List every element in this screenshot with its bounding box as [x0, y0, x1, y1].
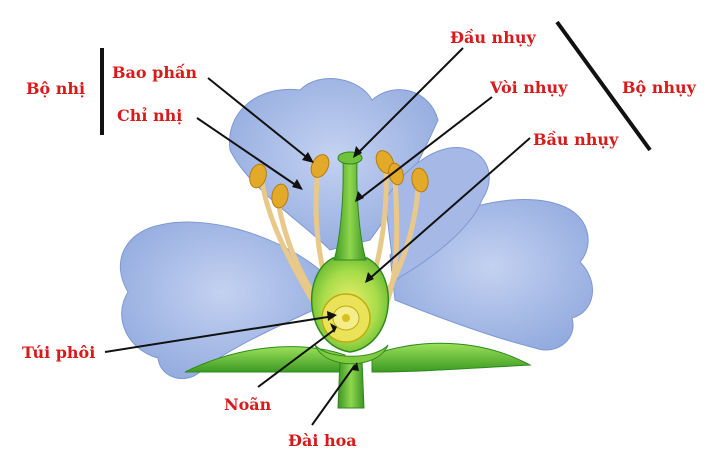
ovary-arrowhead	[365, 272, 374, 283]
ovule-arrowhead	[330, 323, 337, 333]
anther-leader	[207, 77, 311, 161]
sepals	[184, 342, 532, 373]
embryo-sac-label: Túi phôi	[22, 343, 95, 362]
receptacle-leader	[311, 364, 356, 426]
sepal-left	[184, 346, 346, 373]
embryo-sac-arrowhead	[327, 311, 337, 321]
pistil-group-label: Bộ nhụy	[622, 78, 697, 97]
stamen-group-label: Bộ nhị	[26, 79, 85, 98]
filament-arrowhead	[292, 179, 303, 190]
style-arrowhead	[355, 191, 364, 202]
egg-cell-dot	[342, 314, 350, 322]
receptacle-label: Đài hoa	[288, 431, 357, 450]
leader-lines	[104, 47, 531, 426]
filament-label: Chỉ nhị	[117, 106, 182, 125]
stigma-arrowhead	[353, 146, 362, 158]
petal-left	[119, 221, 326, 380]
anther-label: Bao phấn	[112, 63, 197, 82]
receptacle-arrowhead	[352, 362, 359, 371]
embryo-sac-leader	[104, 315, 335, 353]
anther-arrowhead	[302, 152, 314, 163]
filament-leader	[196, 117, 301, 189]
anther-5	[411, 167, 429, 193]
ovary-leader	[367, 137, 531, 281]
anther-2	[271, 183, 289, 209]
ovary-label: Bầu nhụy	[533, 130, 619, 149]
arrowheads	[292, 146, 374, 371]
stigma-label: Đầu nhụy	[450, 28, 536, 47]
pistil-group-bracket	[555, 20, 652, 152]
labels: Bộ nhị Bao phấn Chỉ nhị Đầu nhụy Vòi nhụ…	[22, 28, 697, 450]
receptacle-shape	[314, 344, 389, 365]
style-leader	[357, 96, 493, 201]
sepal-right	[371, 342, 532, 373]
ovule-label: Noãn	[224, 395, 272, 414]
style-shape	[333, 161, 367, 261]
petal-front-right	[384, 146, 490, 281]
anther-1	[249, 163, 267, 189]
ovule-leader	[257, 329, 335, 388]
stigma-leader	[355, 47, 464, 156]
style-label: Vòi nhụy	[489, 78, 568, 97]
